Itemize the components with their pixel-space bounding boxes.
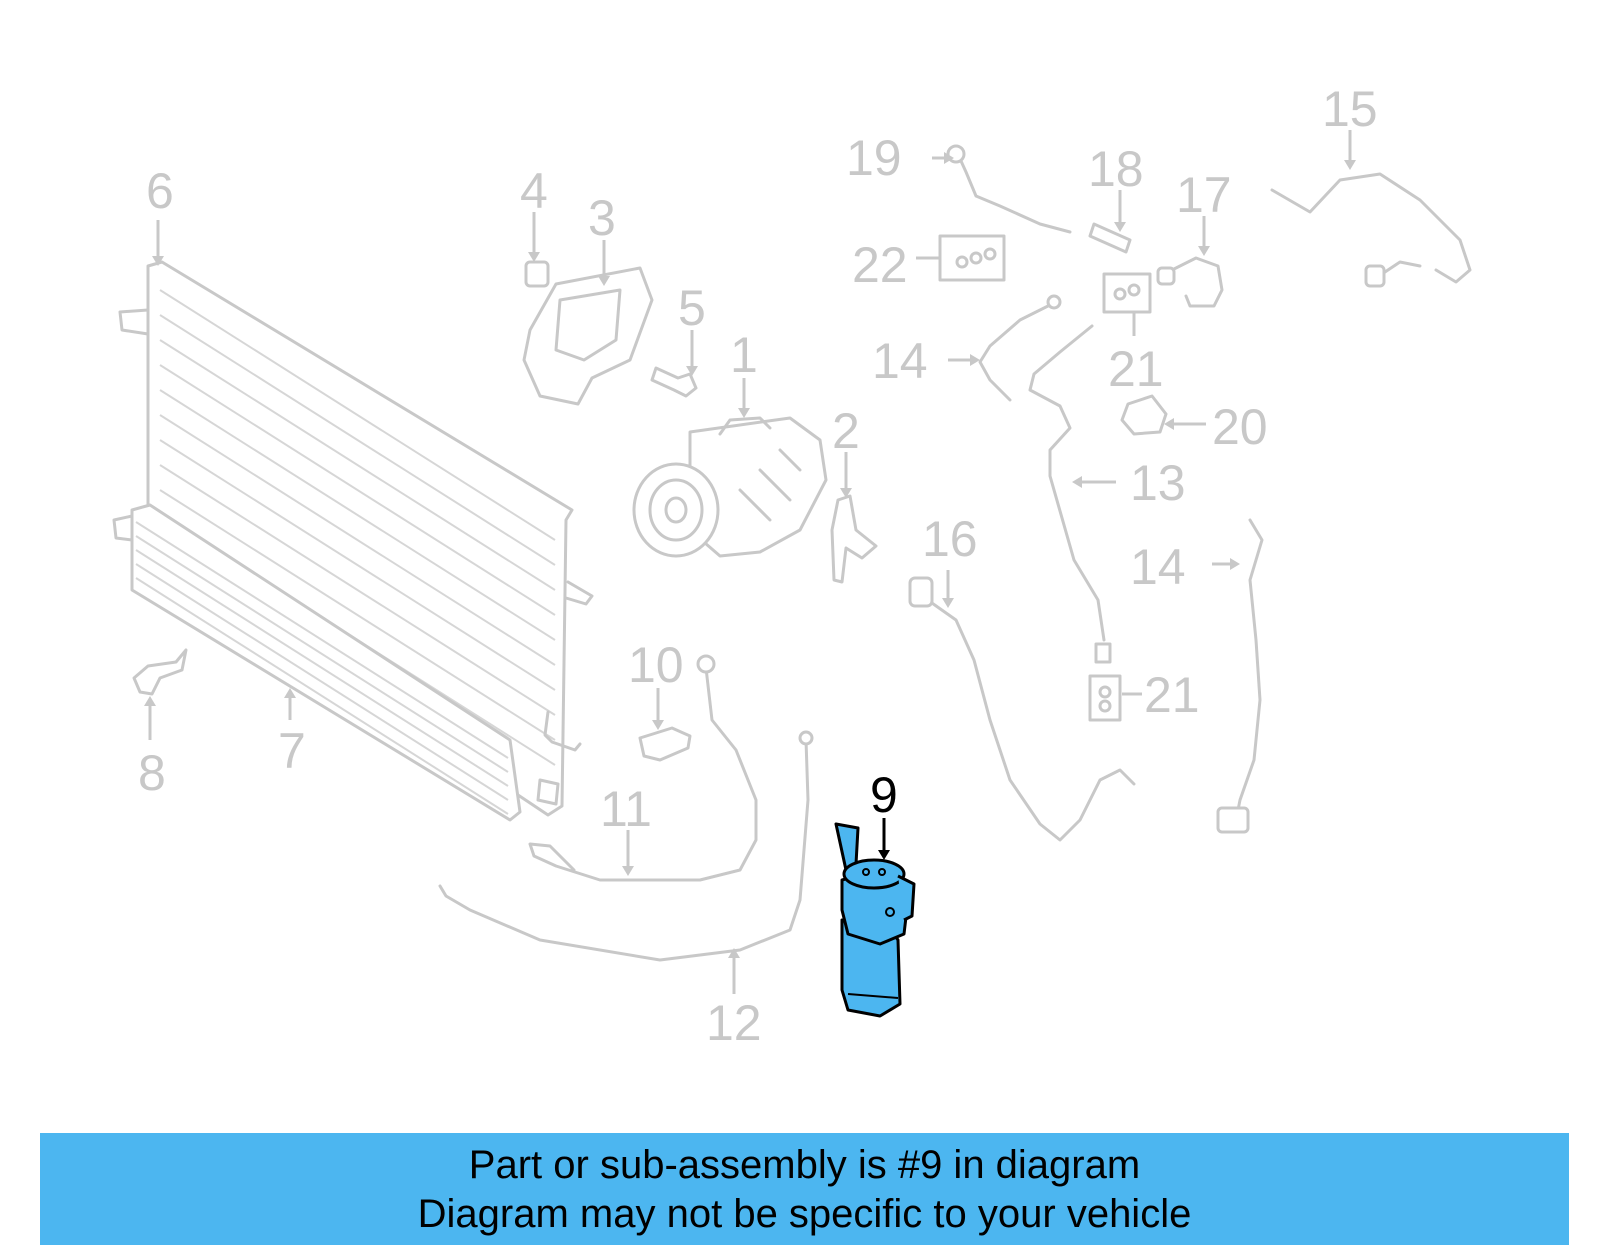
parts-diagram: 6 7 8 3 4 5 1 2 <box>112 81 1472 1051</box>
hose-part-17 <box>1156 256 1224 308</box>
receiver-drier-part-9 <box>834 822 916 1018</box>
callout-14-upper: 14 <box>872 333 928 389</box>
callout-1: 1 <box>730 327 758 383</box>
valve-part-18 <box>1088 222 1132 254</box>
banner-line-part-number: Part or sub-assembly is #9 in diagram <box>468 1143 1141 1187</box>
callout-15: 15 <box>1322 81 1378 137</box>
callout-8: 8 <box>138 745 166 801</box>
arrow-2 <box>840 488 852 498</box>
arrow-4 <box>528 252 540 262</box>
bracket-part-3 <box>522 266 654 406</box>
callout-14-lower: 14 <box>1130 539 1186 595</box>
callout-5: 5 <box>678 280 706 336</box>
seal-kit-part-21-lower <box>1088 674 1122 722</box>
pipe-part-14-upper <box>978 294 1062 402</box>
arrow-6 <box>152 256 164 266</box>
arrow-1 <box>738 408 750 418</box>
bracket-part-2 <box>830 494 878 584</box>
callout-17: 17 <box>1176 167 1232 223</box>
arrow-8 <box>144 696 156 706</box>
callout-19: 19 <box>846 130 902 186</box>
switch-part-10 <box>638 726 692 762</box>
seal-kit-part-21-top <box>1102 272 1152 314</box>
arrow-17 <box>1198 246 1210 256</box>
arrow-15 <box>1344 160 1356 170</box>
line-part-19 <box>946 144 1072 234</box>
callout-2: 2 <box>832 403 860 459</box>
arrow-7 <box>284 688 296 698</box>
seal-kit-part-22 <box>938 234 1006 282</box>
hose-part-12 <box>438 730 814 962</box>
arrow-9 <box>878 850 890 860</box>
callout-16: 16 <box>922 511 978 567</box>
callout-7: 7 <box>278 723 306 779</box>
arrow-10 <box>652 720 664 730</box>
compressor-part-1 <box>632 416 828 558</box>
info-banner: Part or sub-assembly is #9 in diagram Di… <box>40 1133 1569 1245</box>
arrow-12 <box>728 948 740 958</box>
arrow-14-lower <box>1230 558 1240 570</box>
arrow-18 <box>1114 222 1126 232</box>
callout-18: 18 <box>1088 141 1144 197</box>
arrow-20 <box>1164 418 1174 430</box>
arrow-14-upper <box>970 354 980 366</box>
callout-21-top: 21 <box>1108 341 1164 397</box>
hose-part-11 <box>528 654 758 882</box>
bolt-part-5 <box>650 366 698 398</box>
callout-12: 12 <box>706 995 762 1051</box>
hose-part-16 <box>908 576 1136 842</box>
callout-10: 10 <box>628 637 684 693</box>
pipe-part-13 <box>1028 324 1112 664</box>
cap-part-4 <box>524 260 550 288</box>
condenser-part <box>112 260 594 822</box>
callout-21-lower: 21 <box>1144 667 1200 723</box>
arrow-16 <box>942 598 954 608</box>
callout-20: 20 <box>1212 399 1268 455</box>
hose-part-14-lower <box>1216 518 1264 834</box>
arrow-19 <box>944 152 954 164</box>
arrow-3 <box>598 276 610 286</box>
callout-6: 6 <box>146 163 174 219</box>
sensor-part-20 <box>1120 394 1168 436</box>
arrow-11 <box>622 866 634 876</box>
callout-3: 3 <box>588 190 616 246</box>
callout-9: 9 <box>870 767 898 823</box>
hose-part-15 <box>1270 172 1472 288</box>
arrow-13 <box>1072 476 1082 488</box>
callout-4: 4 <box>520 163 548 219</box>
arrow-5 <box>686 366 698 376</box>
callout-11: 11 <box>600 781 652 837</box>
callout-22: 22 <box>852 237 908 293</box>
callout-13: 13 <box>1130 455 1186 511</box>
banner-line-disclaimer: Diagram may not be specific to your vehi… <box>417 1192 1192 1236</box>
bracket-part-8 <box>132 648 188 696</box>
